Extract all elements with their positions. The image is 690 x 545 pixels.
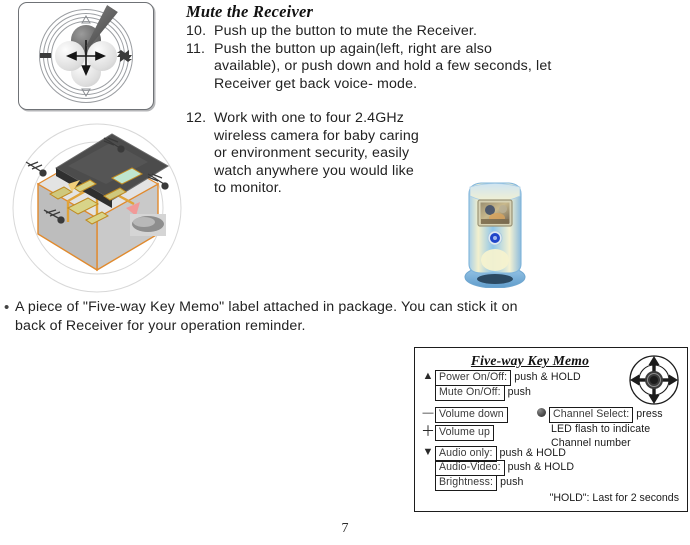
plus-icon: ＋ (421, 423, 436, 439)
memo-value-brightness: push (500, 475, 524, 488)
step-text: Push the button up again(left, right are… (214, 40, 552, 92)
memo-channel-note-2: Channel number (551, 437, 631, 449)
step-number: 12. (186, 110, 207, 126)
memo-row-volume-up: ＋ Volume up (421, 423, 497, 441)
joystick-diagram-panel (18, 2, 154, 110)
step-number: 11. (186, 40, 206, 57)
instructions-block: Mute the Receiver 10. Push up the button… (186, 0, 556, 198)
step-text: Push up the button to mute the Receiver. (214, 23, 478, 39)
step-number: 10. (186, 23, 207, 39)
memo-label-audio-video: Audio-Video: (435, 460, 505, 476)
instruction-step-12: 12. Work with one to four 2.4GHz wireles… (186, 110, 556, 198)
memo-value-channel-select: press (636, 407, 663, 420)
memo-row-audio-video: Audio-Video: push & HOLD (435, 460, 574, 476)
section-heading: Mute the Receiver (186, 2, 314, 21)
joystick-rings (39, 9, 133, 103)
memo-label-volume-down: Volume down (435, 407, 508, 423)
minus-icon: — (422, 407, 434, 419)
five-way-key-icon (628, 354, 680, 406)
memo-row-brightness: Brightness: push (435, 475, 523, 491)
step-text: Work with one to four 2.4GHz wireless ca… (214, 110, 419, 196)
led-dot-icon (537, 408, 546, 417)
memo-label-mute: Mute On/Off: (435, 385, 505, 401)
memo-value-audio-only: push & HOLD (499, 446, 566, 459)
memo-row-power: ▲ Power On/Off: push & HOLD (421, 370, 581, 386)
five-way-key-memo-card: Five-way Key Memo ▲ Power On/Off: push & (414, 347, 688, 512)
memo-channel-note-1: LED flash to indicate (551, 423, 651, 435)
baby-monitor-device-illustration (457, 178, 533, 289)
bullet-dot-icon: • (4, 299, 10, 316)
bullet-note-text: A piece of "Five-way Key Memo" label att… (15, 299, 518, 334)
memo-label-brightness: Brightness: (435, 475, 498, 491)
memo-hold-note: "HOLD": Last for 2 seconds (549, 492, 679, 504)
page-number: 7 (341, 521, 349, 536)
memo-value-mute: push (507, 385, 532, 398)
memo-row-mute: Mute On/Off: push (435, 385, 531, 401)
bullet-note: • A piece of "Five-way Key Memo" label a… (4, 298, 524, 336)
joystick-direction-arrows-icon (40, 14, 132, 98)
joystick-ring-outer (39, 9, 133, 103)
memo-row-channel-select: Channel Select: press (537, 407, 663, 423)
memo-title: Five-way Key Memo (470, 353, 590, 368)
memo-label-power: Power On/Off: (435, 370, 512, 386)
down-arrow-icon: ▼ (422, 446, 434, 458)
memo-value-audio-video: push & HOLD (507, 460, 575, 473)
memo-label-audio-only: Audio only: (435, 446, 497, 462)
memo-row-volume-down: — Volume down (421, 407, 511, 423)
memo-row-audio-only: ▼ Audio only: push & HOLD (421, 446, 566, 462)
memo-label-volume-up: Volume up (435, 425, 494, 441)
house-coverage-illustration (8, 122, 186, 294)
instruction-step-10: 10. Push up the button to mute the Recei… (186, 23, 556, 41)
instruction-step-11: 11. Push the button up again(left, right… (186, 41, 556, 94)
memo-label-channel-select: Channel Select: (549, 407, 634, 423)
memo-value-power: push & HOLD (514, 370, 581, 383)
up-arrow-icon: ▲ (422, 370, 434, 382)
